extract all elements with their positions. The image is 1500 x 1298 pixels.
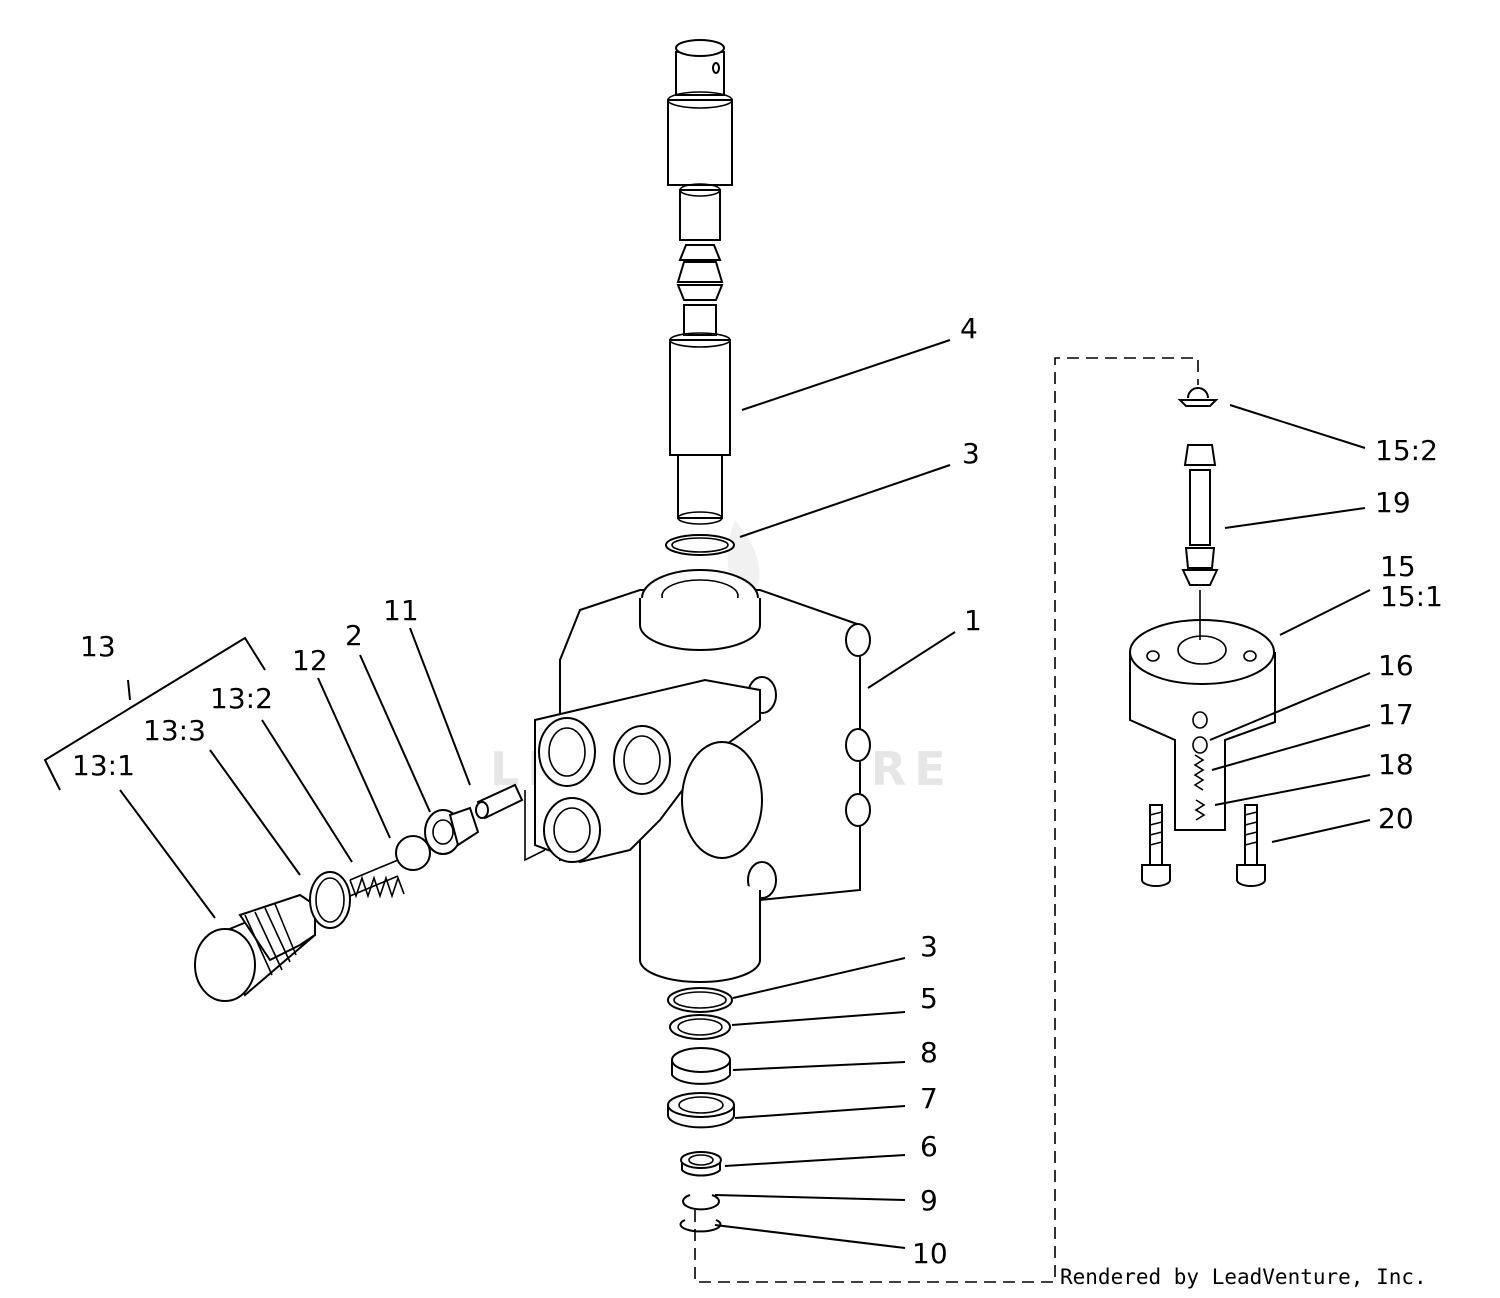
- callout-6: 6: [920, 1130, 938, 1163]
- callout-13-3: 13:3: [143, 714, 206, 747]
- callout-13-1: 13:1: [72, 749, 135, 782]
- part-relief-spring: [349, 859, 405, 899]
- part-spool: [667, 39, 733, 525]
- part-ball: [395, 835, 431, 871]
- callout-7: 7: [920, 1082, 938, 1115]
- part-valve-body: [524, 569, 871, 983]
- part-cap-15-2: [1177, 387, 1219, 407]
- callout-19: 19: [1375, 486, 1411, 519]
- part-poppet: [424, 806, 480, 855]
- part-pin: [475, 783, 524, 820]
- part-bolt-right-20: [1236, 804, 1266, 887]
- callout-9: 9: [920, 1184, 938, 1217]
- footer-credit: Rendered by LeadVenture, Inc.: [1060, 1265, 1427, 1289]
- callout-labels: 4 3 1 11 2 12 13 13:2 13:3 13:1 3 5 8 7 …: [72, 312, 1443, 1270]
- part-retaining-ring-9: [682, 1194, 720, 1211]
- part-bolt-left-20: [1141, 804, 1171, 887]
- part-cap-6: [680, 1151, 722, 1177]
- callout-16: 16: [1378, 649, 1414, 682]
- callout-17: 17: [1378, 698, 1414, 731]
- part-bushing-8: [671, 1047, 731, 1085]
- callout-20: 20: [1378, 802, 1414, 835]
- leader-lines: [43, 339, 1371, 1249]
- assembly-connection-line: [694, 357, 1199, 1283]
- callout-2: 2: [345, 619, 363, 652]
- part-detent-plunger-19: [1181, 444, 1219, 586]
- callout-15-2: 15:2: [1375, 434, 1438, 467]
- callout-15: 15: [1380, 550, 1416, 583]
- callout-15-1: 15:1: [1380, 580, 1443, 613]
- part-spring-17: [1193, 754, 1205, 791]
- callout-1: 1: [964, 604, 982, 637]
- callout-12: 12: [292, 644, 328, 677]
- callout-10: 10: [912, 1237, 948, 1270]
- callout-4: 4: [960, 312, 978, 345]
- callout-3-top: 3: [962, 437, 980, 470]
- callout-11: 11: [383, 594, 419, 627]
- callout-13: 13: [80, 630, 116, 663]
- callout-13-2: 13:2: [210, 682, 273, 715]
- callout-3-bottom: 3: [920, 930, 938, 963]
- part-relief-plug: [194, 893, 317, 1002]
- part-detent-housing-15: [1129, 619, 1276, 831]
- part-spring-18: [1194, 799, 1206, 821]
- callout-18: 18: [1378, 748, 1414, 781]
- part-ring-10: [679, 1219, 722, 1233]
- part-seal-7: [667, 1092, 735, 1129]
- callout-5: 5: [920, 982, 938, 1015]
- callout-8: 8: [920, 1036, 938, 1069]
